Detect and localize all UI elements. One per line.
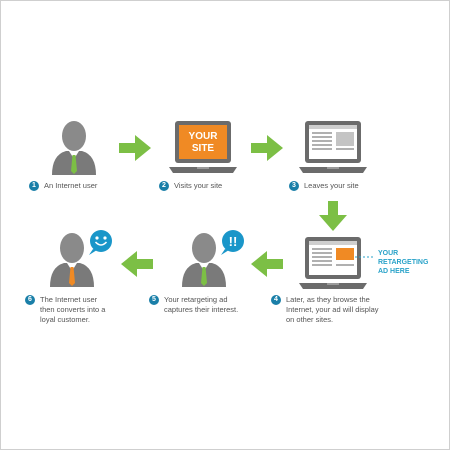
ad-label-text: YOUR RETARGETING AD HERE: [378, 250, 429, 276]
step-1-caption: 1 An Internet user: [29, 181, 97, 191]
step-3-badge: 3: [289, 181, 299, 191]
step-2-badge: 2: [159, 181, 169, 191]
arrow-right-2: [251, 135, 283, 161]
step-5-badge: 5: [149, 295, 159, 305]
step-1-badge: 1: [29, 181, 39, 191]
step-4-badge: 4: [271, 295, 281, 305]
step-4-text: Later, as they browse the Internet, your…: [286, 295, 379, 325]
laptop-ad-icon: [299, 237, 367, 291]
step-2-text: Visits your site: [174, 181, 223, 190]
person-exclaim-icon: !!: [179, 229, 251, 287]
arrow-down: [319, 201, 347, 231]
step-3-text: Leaves your site: [304, 181, 359, 190]
step-3-caption: 3 Leaves your site: [289, 181, 359, 191]
arrow-left-1: [251, 251, 283, 277]
step-4-caption: 4 Later, as they browse the Internet, yo…: [271, 295, 379, 325]
step-5-caption: 5 Your retargeting ad captures their int…: [149, 295, 238, 315]
ad-pointer-line: [355, 256, 373, 258]
step-6-text: The Internet user then converts into a l…: [40, 295, 106, 325]
retargeting-ad-label: YOUR RETARGETING AD HERE: [378, 249, 428, 276]
screen-text-site: SITE: [192, 143, 215, 154]
step-5-text: Your retargeting ad captures their inter…: [164, 295, 239, 315]
bubble-exclaim-text: !!: [229, 234, 238, 249]
person-smile-icon: [47, 229, 119, 287]
arrow-left-2: [121, 251, 153, 277]
step-6-caption: 6 The Internet user then converts into a…: [25, 295, 105, 325]
screen-text-your: YOUR: [189, 131, 219, 142]
step-1-text: An Internet user: [44, 181, 98, 190]
step-2-caption: 2 Visits your site: [159, 181, 222, 191]
step-6-badge: 6: [25, 295, 35, 305]
person-icon: [49, 119, 99, 175]
arrow-right-1: [119, 135, 151, 161]
laptop-your-site-icon: YOUR SITE: [169, 121, 237, 175]
laptop-browser-icon: [299, 121, 367, 175]
